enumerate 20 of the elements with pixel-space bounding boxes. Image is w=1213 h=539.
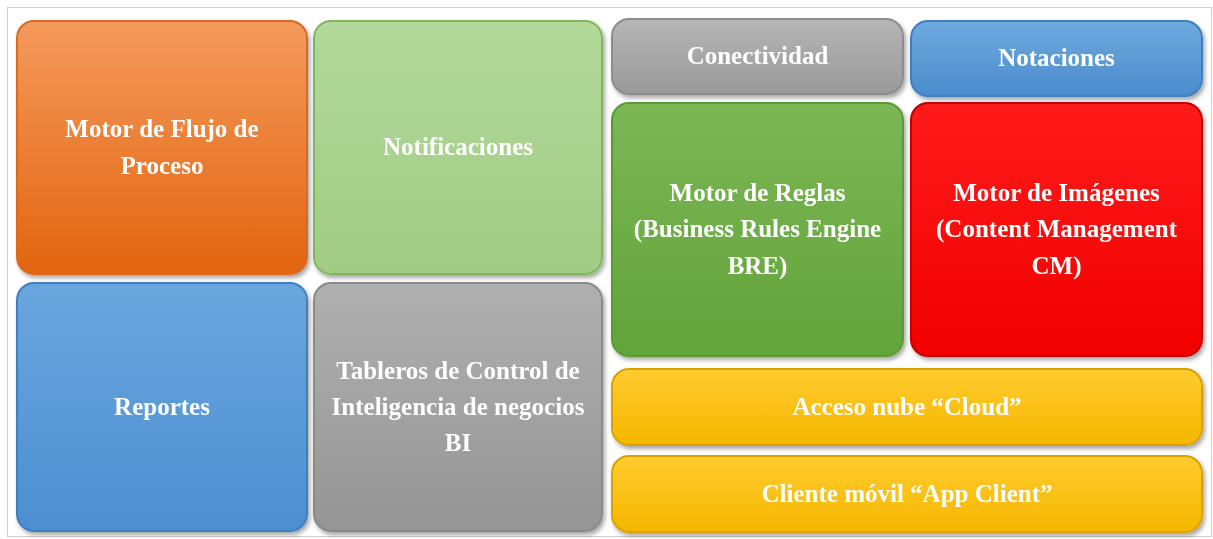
feature-tile (313, 282, 603, 532)
tile-label: Motor de Flujo de Proceso (64, 114, 260, 181)
feature-tile (611, 368, 1203, 446)
tile-label: Acceso nube “Cloud” (791, 391, 1023, 422)
feature-tile (611, 18, 904, 95)
feature-tile (910, 102, 1203, 357)
tile-label: Motor de Imágenes (Content Management CM) (935, 178, 1178, 282)
feature-tile (611, 455, 1203, 533)
feature-tile (16, 282, 308, 532)
tile-label: Cliente móvil “App Client” (760, 478, 1054, 509)
feature-tile (313, 20, 603, 275)
feature-tile (611, 102, 904, 357)
tile-label: Motor de Reglas (Business Rules Engine BRE) (632, 178, 883, 281)
feature-tile (16, 20, 308, 275)
feature-tile (910, 20, 1203, 97)
tile-label: Notificaciones (382, 132, 534, 163)
tile-label: Reportes (113, 391, 211, 422)
tile-label: Notaciones (997, 43, 1116, 74)
tile-label: Conectividad (685, 41, 830, 72)
tile-label: Tableros de Control de Inteligencia de negocios BI (330, 355, 586, 459)
